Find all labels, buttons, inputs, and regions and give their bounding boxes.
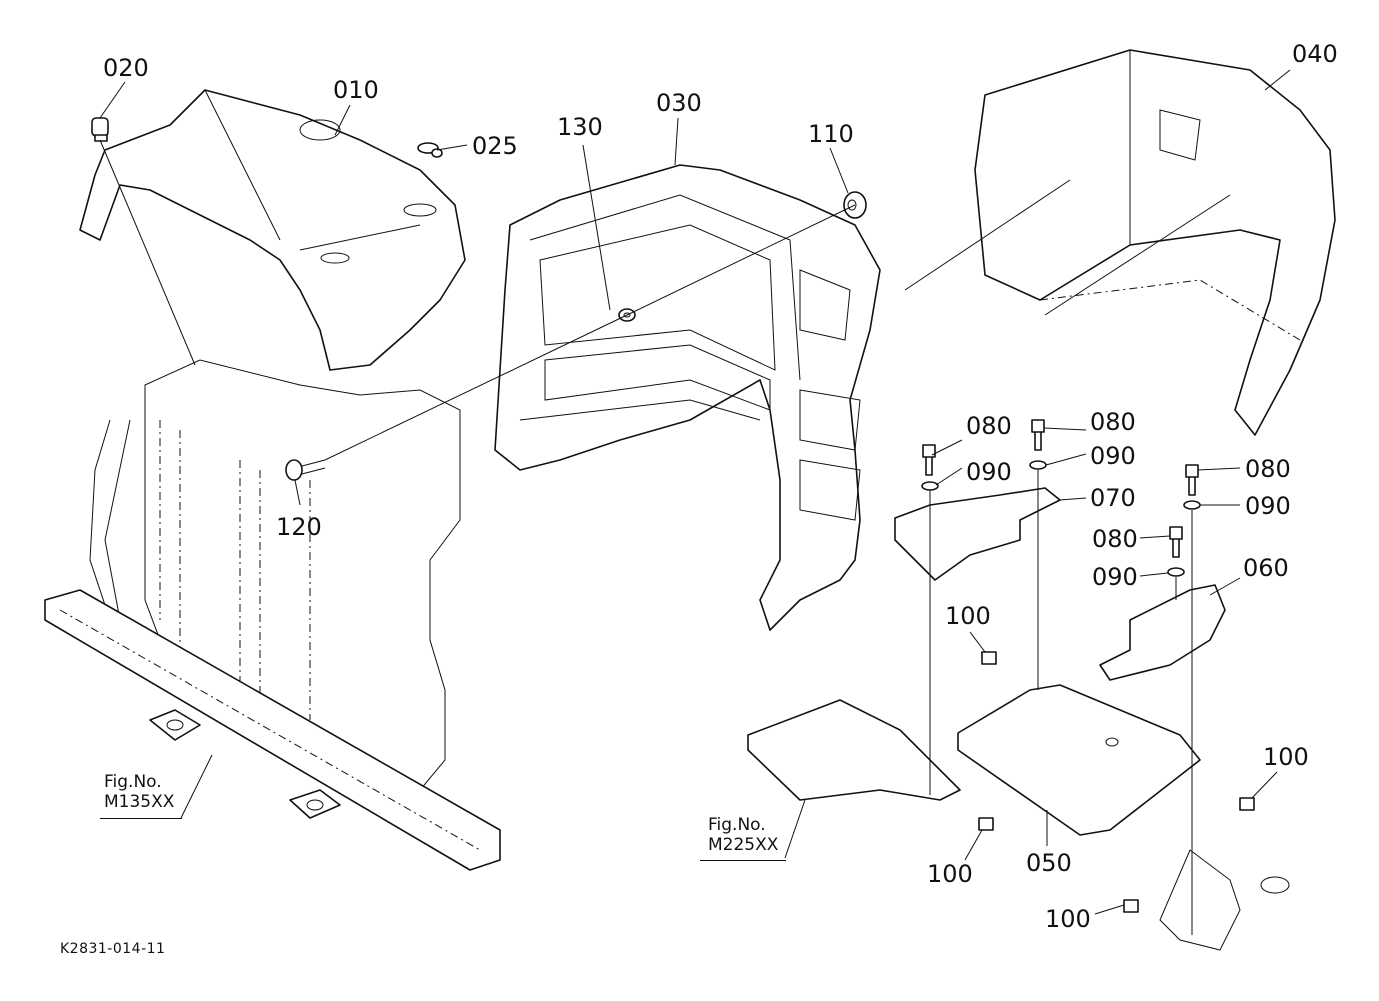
part-080-bolt-a	[922, 444, 936, 476]
callout-050[interactable]: 050	[1026, 849, 1072, 877]
part-040-screen[interactable]	[974, 49, 1336, 436]
part-025-clip[interactable]	[417, 142, 443, 158]
frame-assembly-left	[44, 359, 501, 871]
part-090-washer-d	[1167, 567, 1185, 577]
callout-020[interactable]: 020	[103, 54, 149, 82]
frame-assembly-right	[747, 699, 1290, 951]
fig-ref-m225[interactable]: Fig.No. M225XX	[708, 815, 778, 855]
part-080-bolt-b	[1031, 419, 1045, 451]
part-120-pin[interactable]	[285, 459, 326, 481]
assembly-lines	[99, 139, 1231, 935]
callout-120[interactable]: 120	[276, 513, 322, 541]
part-080-bolt-c	[1185, 464, 1199, 496]
part-090-washer-b	[1029, 460, 1047, 470]
leader-lines	[99, 69, 1291, 915]
callout-080-b[interactable]: 080	[1090, 408, 1136, 436]
fasteners	[921, 419, 1255, 913]
fig-ref-m135[interactable]: Fig.No. M135XX	[104, 772, 174, 812]
callout-090-a[interactable]: 090	[966, 458, 1012, 486]
callout-010[interactable]: 010	[333, 76, 379, 104]
callout-100-d[interactable]: 100	[1045, 905, 1091, 933]
fig-ref-number: M225XX	[708, 835, 779, 855]
part-060-bracket[interactable]	[1099, 584, 1226, 681]
part-080-bolt-d	[1169, 526, 1183, 558]
callout-080-c[interactable]: 080	[1245, 455, 1291, 483]
part-020-plug[interactable]	[91, 117, 109, 142]
part-100-nut-b	[978, 817, 994, 831]
part-100-nut-c	[1239, 797, 1255, 811]
part-100-nut-a	[981, 651, 997, 665]
callout-100-b[interactable]: 100	[927, 860, 973, 888]
part-090-washer-c	[1183, 500, 1201, 510]
part-050-tray[interactable]	[957, 684, 1201, 836]
part-090-washer-a	[921, 481, 939, 491]
callout-040[interactable]: 040	[1292, 40, 1338, 68]
screen-mesh	[1159, 109, 1201, 161]
part-070-bracket[interactable]	[894, 487, 1061, 581]
part-010-cover[interactable]	[79, 89, 466, 371]
fig-ref-underline	[700, 860, 786, 861]
callout-060[interactable]: 060	[1243, 554, 1289, 582]
callout-100-c[interactable]: 100	[1263, 743, 1309, 771]
part-100-nut-d	[1123, 899, 1139, 913]
fig-ref-label: Fig.No.	[708, 815, 766, 835]
callout-090-d[interactable]: 090	[1092, 563, 1138, 591]
callout-130[interactable]: 130	[557, 113, 603, 141]
callout-030[interactable]: 030	[656, 89, 702, 117]
callout-090-c[interactable]: 090	[1245, 492, 1291, 520]
callout-080-a[interactable]: 080	[966, 412, 1012, 440]
fig-ref-underline	[100, 818, 182, 819]
fig-ref-number: M135XX	[104, 792, 175, 812]
callout-090-b[interactable]: 090	[1090, 442, 1136, 470]
callout-070[interactable]: 070	[1090, 484, 1136, 512]
callout-100-a[interactable]: 100	[945, 602, 991, 630]
part-030-grille[interactable]	[494, 164, 881, 631]
callout-080-d[interactable]: 080	[1092, 525, 1138, 553]
callout-110[interactable]: 110	[808, 120, 854, 148]
fig-ref-label: Fig.No.	[104, 772, 162, 792]
callout-025[interactable]: 025	[472, 132, 518, 160]
drawing-code: K2831-014-11	[60, 941, 166, 957]
